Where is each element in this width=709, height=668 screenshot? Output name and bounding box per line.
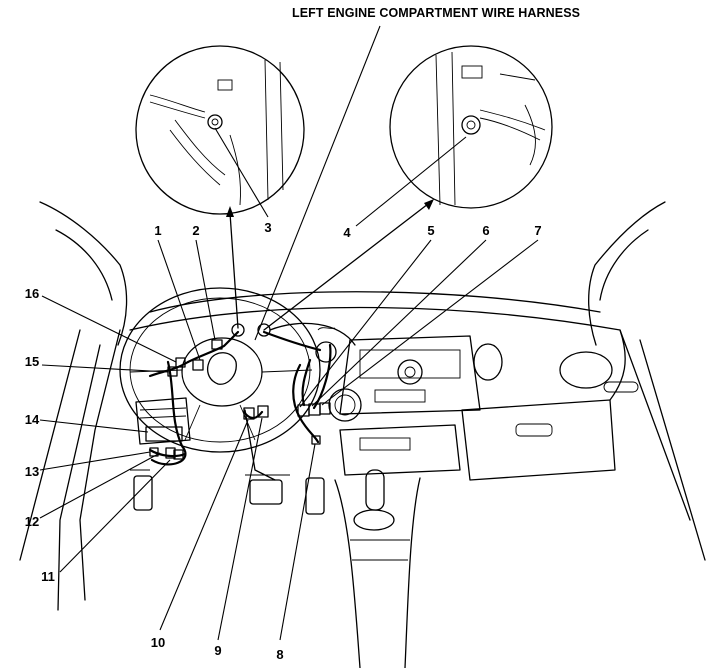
- callout-6: 6: [482, 223, 490, 238]
- callout-7: 7: [534, 223, 542, 238]
- callout-8: 8: [276, 647, 284, 662]
- detail-circle-left: [135, 45, 305, 215]
- callout-5: 5: [427, 223, 435, 238]
- leader-lines: [39, 127, 539, 641]
- callout-14: 14: [24, 412, 40, 427]
- dashboard: [269, 322, 616, 668]
- callout-3: 3: [264, 220, 272, 235]
- callout-4: 4: [343, 225, 351, 240]
- callout-9: 9: [214, 643, 222, 658]
- callout-10: 10: [150, 635, 166, 650]
- detail-circle-right: [389, 45, 553, 209]
- callout-15: 15: [24, 354, 40, 369]
- callout-2: 2: [192, 223, 200, 238]
- callout-12: 12: [24, 514, 40, 529]
- callout-16: 16: [24, 286, 40, 301]
- diagram-title: LEFT ENGINE COMPARTMENT WIRE HARNESS: [292, 6, 581, 20]
- vehicle-outline: [19, 201, 706, 611]
- pedals: [130, 469, 325, 515]
- wire-harness: [148, 323, 337, 466]
- callout-1: 1: [154, 223, 162, 238]
- callout-11: 11: [41, 569, 55, 584]
- under-dash-fuse-box: [135, 397, 191, 445]
- callout-13: 13: [24, 464, 40, 479]
